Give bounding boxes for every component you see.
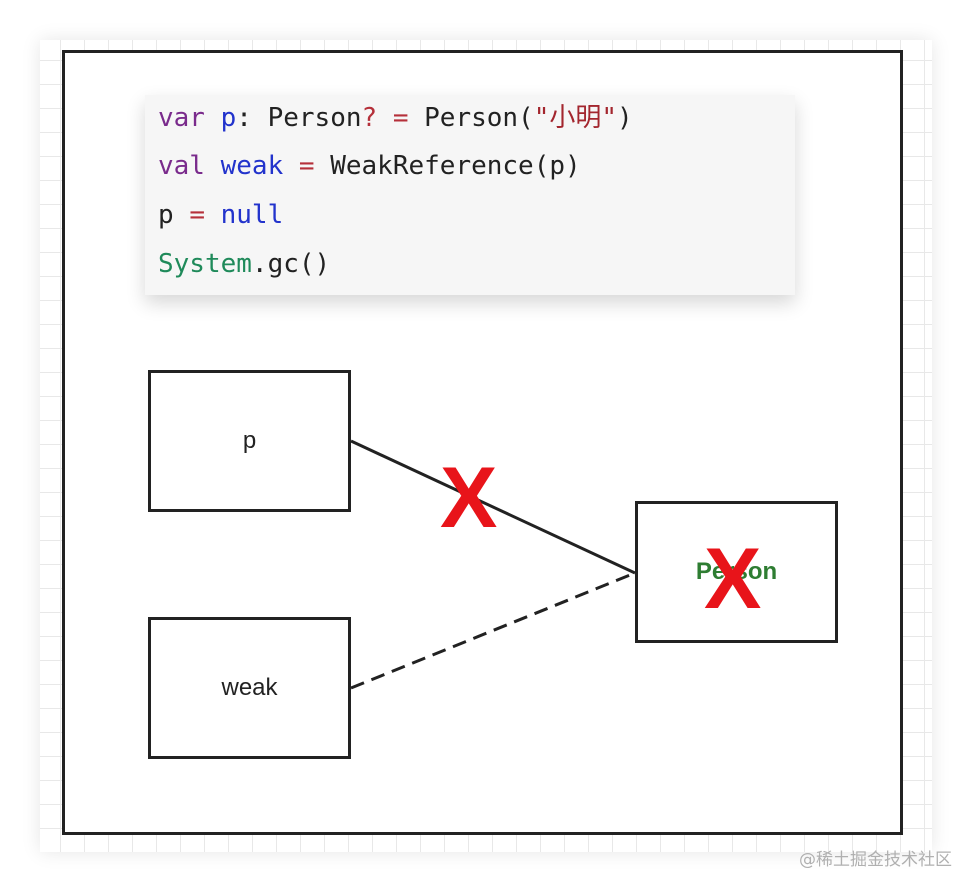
code-line-4: System.gc() xyxy=(158,249,330,279)
node-p: p xyxy=(148,370,351,512)
code-type: Person xyxy=(267,103,362,133)
node-person: Person xyxy=(635,501,838,643)
code-keyword: val xyxy=(158,151,205,181)
node-weak-label: weak xyxy=(221,674,278,701)
code-nullable: ? xyxy=(361,103,378,133)
code-assign: = xyxy=(298,151,315,181)
code-null: null xyxy=(220,200,284,230)
code-class: System xyxy=(158,249,252,279)
code-assign: = xyxy=(392,103,409,133)
code-constructor: Person( xyxy=(424,103,534,133)
watermark: @稀土掘金技术社区 xyxy=(799,850,952,870)
edge-broken-x-mark: X xyxy=(440,450,498,546)
person-collected-x-mark: X xyxy=(704,531,762,627)
code-snippet: var p: Person? = Person("小明") val weak =… xyxy=(145,95,795,295)
code-close-paren: ) xyxy=(617,103,633,133)
code-line-2: val weak = WeakReference(p) xyxy=(158,151,581,181)
code-call: .gc() xyxy=(251,249,331,279)
node-p-label: p xyxy=(242,427,257,454)
code-keyword: var xyxy=(158,103,205,133)
code-colon: : xyxy=(236,103,252,133)
code-call: WeakReference(p) xyxy=(330,151,581,181)
code-assign: = xyxy=(189,200,205,230)
code-identifier: weak xyxy=(220,151,284,181)
code-line-1: var p: Person? = Person("小明") xyxy=(158,103,633,133)
code-identifier: p xyxy=(158,200,174,230)
code-string: "小明" xyxy=(533,103,618,133)
node-weak: weak xyxy=(148,617,351,759)
code-line-3: p = null xyxy=(158,200,283,230)
node-person-label: Person xyxy=(695,558,778,585)
code-identifier: p xyxy=(220,103,237,133)
